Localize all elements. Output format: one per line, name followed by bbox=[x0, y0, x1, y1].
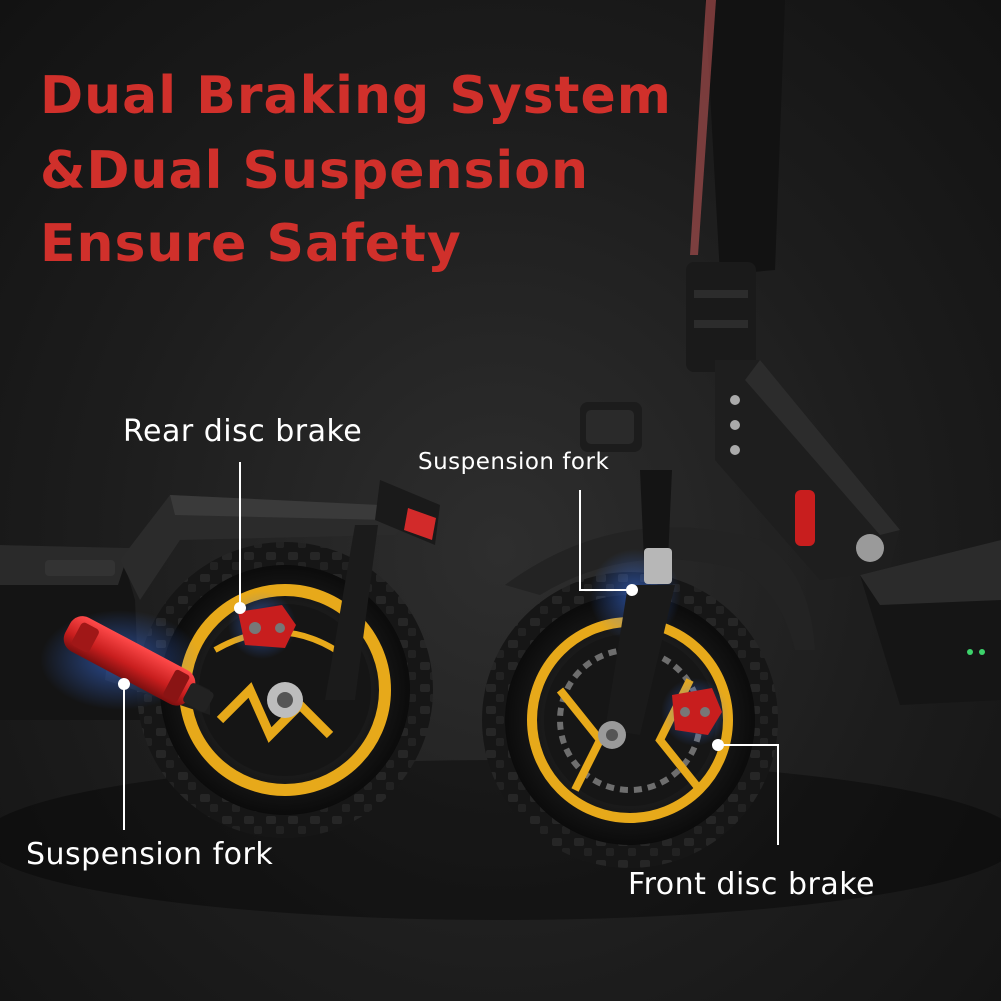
headline-line-3: Ensure Safety bbox=[40, 214, 462, 274]
front-suspension-fork-leader bbox=[579, 490, 638, 596]
rear-disc-brake-leader bbox=[234, 462, 246, 614]
rear-disc-brake-label: Rear disc brake bbox=[123, 414, 363, 449]
rear-wheel-assembly bbox=[0, 480, 440, 838]
rear-suspension-fork-leader bbox=[118, 678, 130, 830]
front-wheel-assembly bbox=[482, 0, 1001, 868]
front-suspension-fork-label: Suspension fork bbox=[418, 449, 610, 475]
callout-leader-lines bbox=[118, 462, 779, 845]
headline-line-1: Dual Braking System bbox=[40, 66, 672, 126]
headline-line-2: &Dual Suspension bbox=[40, 141, 589, 201]
rear-suspension-fork-label: Suspension fork bbox=[26, 837, 274, 872]
front-disc-brake-leader bbox=[712, 739, 779, 845]
front-disc-brake-label: Front disc brake bbox=[628, 867, 875, 902]
